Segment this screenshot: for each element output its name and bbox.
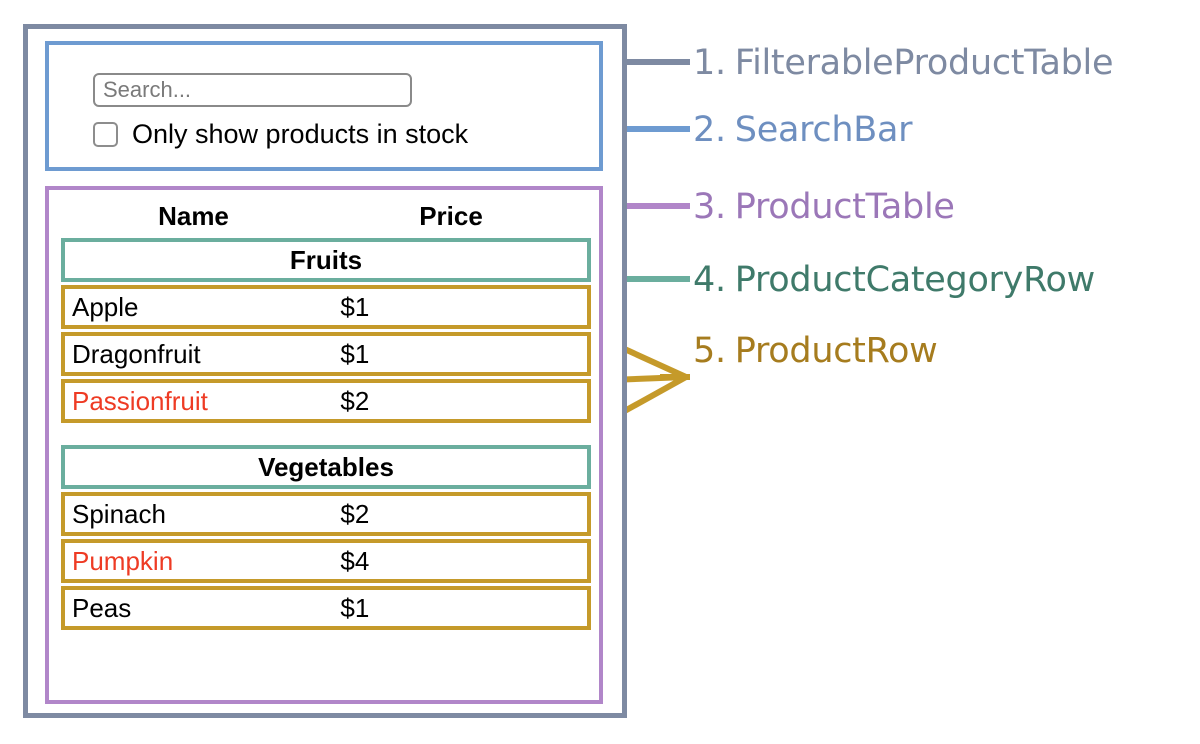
product-price: $1 <box>340 291 370 322</box>
legend-number: 4. <box>693 260 726 300</box>
legend-item-product-row: 5. ProductRow <box>693 331 938 371</box>
legend-item-product-category-row: 4. ProductCategoryRow <box>693 260 1095 300</box>
product-price: $4 <box>340 545 370 576</box>
legend-label: FilterableProductTable <box>734 43 1114 83</box>
product-price: $2 <box>340 385 370 416</box>
product-name: Spinach <box>72 498 166 529</box>
product-table-header: Name Price <box>61 194 591 238</box>
in-stock-checkbox-label[interactable]: Only show products in stock <box>132 119 469 149</box>
product-name: Peas <box>72 592 132 623</box>
search-input[interactable]: Search... <box>93 73 412 107</box>
product-category-label: Fruits <box>289 244 363 275</box>
legend-number: 1. <box>693 43 726 83</box>
product-row: Spinach $2 <box>61 492 591 536</box>
legend-label: ProductRow <box>734 331 938 371</box>
legend-item-filterable-product-table: 1. FilterableProductTable <box>693 43 1114 83</box>
product-row: Apple $1 <box>61 285 591 329</box>
product-name: Dragonfruit <box>72 338 201 369</box>
product-category-label: Vegetables <box>258 451 394 482</box>
product-category-row: Vegetables <box>61 445 591 489</box>
product-row: Passionfruit $2 <box>61 379 591 423</box>
in-stock-checkbox[interactable] <box>93 122 118 147</box>
product-price: $1 <box>340 592 370 623</box>
group-spacer <box>61 426 591 445</box>
product-category-row: Fruits <box>61 238 591 282</box>
product-row: Dragonfruit $1 <box>61 332 591 376</box>
legend-number: 3. <box>693 187 726 227</box>
product-price: $1 <box>340 338 370 369</box>
column-header-price: Price <box>419 200 483 231</box>
product-name: Apple <box>72 291 139 322</box>
legend-label: SearchBar <box>734 110 913 150</box>
legend-item-product-table: 3. ProductTable <box>693 187 955 227</box>
product-price: $2 <box>340 498 370 529</box>
legend-item-search-bar: 2. SearchBar <box>693 110 913 150</box>
product-row: Peas $1 <box>61 586 591 630</box>
search-bar-boundary: Search... Only show products in stock <box>45 41 603 171</box>
legend-label: ProductCategoryRow <box>734 260 1095 300</box>
product-table-boundary: Name Price Fruits Apple $1 Dragonfruit $… <box>45 186 603 704</box>
legend-label: ProductTable <box>734 187 955 227</box>
in-stock-filter-row[interactable]: Only show products in stock <box>93 121 468 148</box>
product-row: Pumpkin $4 <box>61 539 591 583</box>
product-table: Name Price Fruits Apple $1 Dragonfruit $… <box>61 194 591 633</box>
legend-number: 2. <box>693 110 726 150</box>
product-name: Passionfruit <box>72 385 208 416</box>
product-name: Pumpkin <box>72 545 174 576</box>
column-header-name: Name <box>158 200 229 231</box>
legend-number: 5. <box>693 331 726 371</box>
